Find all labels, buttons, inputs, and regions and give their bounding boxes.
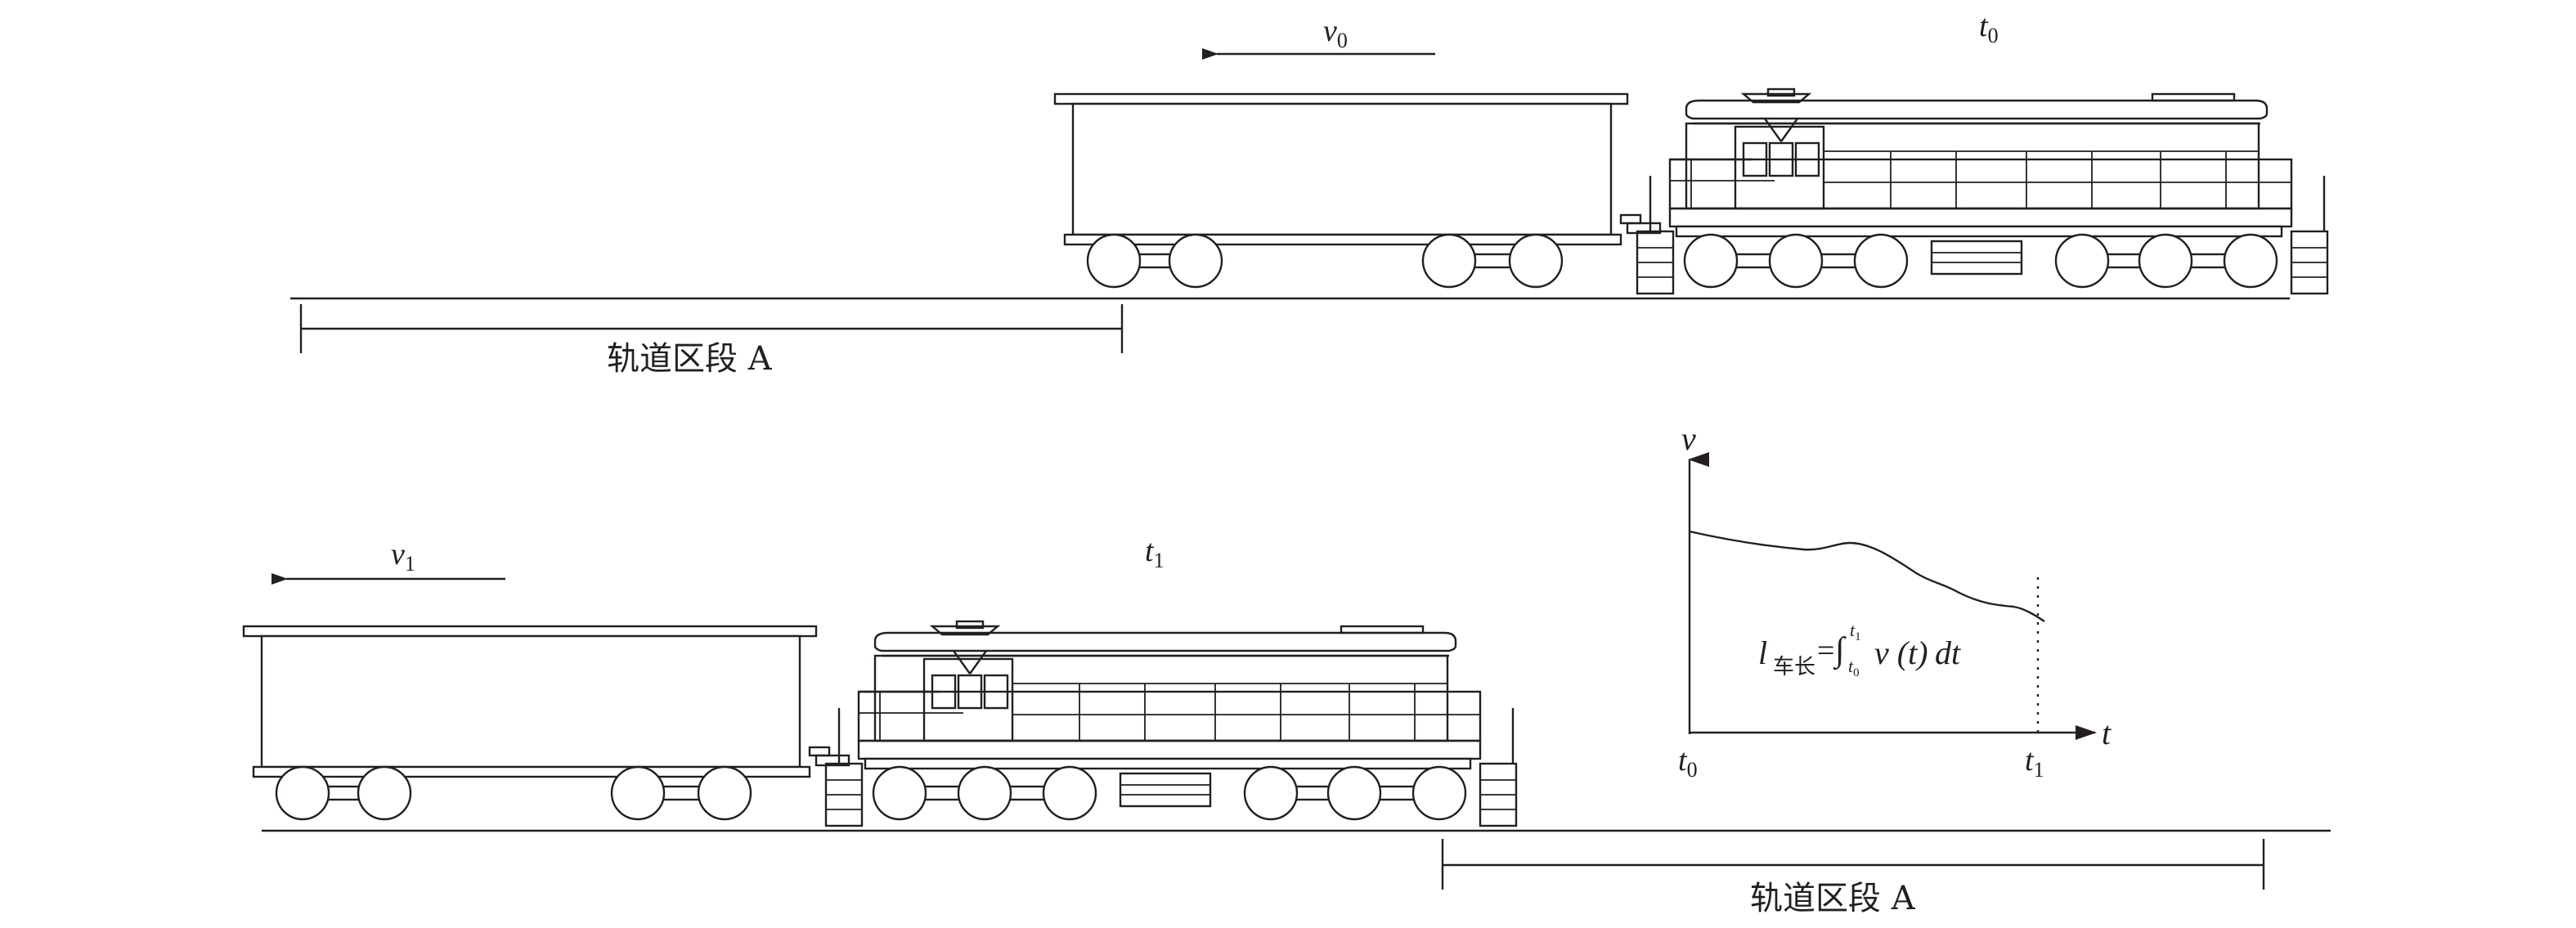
top-track-section-label: 轨道区段 A <box>607 340 773 378</box>
top-scene: v0 t0 轨道区段 A <box>290 9 2329 378</box>
bottom-velocity-label: v1 <box>391 537 415 576</box>
bottom-time-label: t1 <box>1145 534 1165 572</box>
svg-text:t1: t1 <box>1850 620 1861 643</box>
graph-t0-label: t0 <box>1678 743 1698 782</box>
graph-x-axis-label: t <box>2102 715 2112 751</box>
velocity-time-graph: v t t0 t1 l 车长 = ∫ t1 t0 v (t) dt <box>1678 420 2112 782</box>
top-velocity-label: v0 <box>1323 14 1348 52</box>
svg-text:=: = <box>1817 634 1834 668</box>
bottom-train <box>242 620 1518 827</box>
train-length-formula: l 车长 = ∫ t1 t0 v (t) dt <box>1758 620 1961 679</box>
svg-text:v (t): v (t) <box>1874 634 1928 671</box>
svg-text:车长: 车长 <box>1773 655 1815 679</box>
top-track-section-bracket <box>299 304 1124 353</box>
bottom-scene: v1 t1 轨道区段 A <box>242 534 2331 917</box>
svg-text:t0: t0 <box>1848 656 1860 679</box>
bottom-track-section-bracket <box>1441 839 2265 890</box>
svg-text:∫: ∫ <box>1833 631 1847 670</box>
top-time-label: t0 <box>1979 9 1999 47</box>
top-train <box>1053 87 2329 295</box>
svg-text:dt: dt <box>1935 634 1961 671</box>
graph-y-axis-label: v <box>1681 420 1696 457</box>
bottom-track-section-label: 轨道区段 A <box>1750 880 1916 917</box>
velocity-curve <box>1689 530 2045 622</box>
svg-text:l: l <box>1758 634 1767 671</box>
graph-t1-label: t1 <box>2025 743 2044 782</box>
